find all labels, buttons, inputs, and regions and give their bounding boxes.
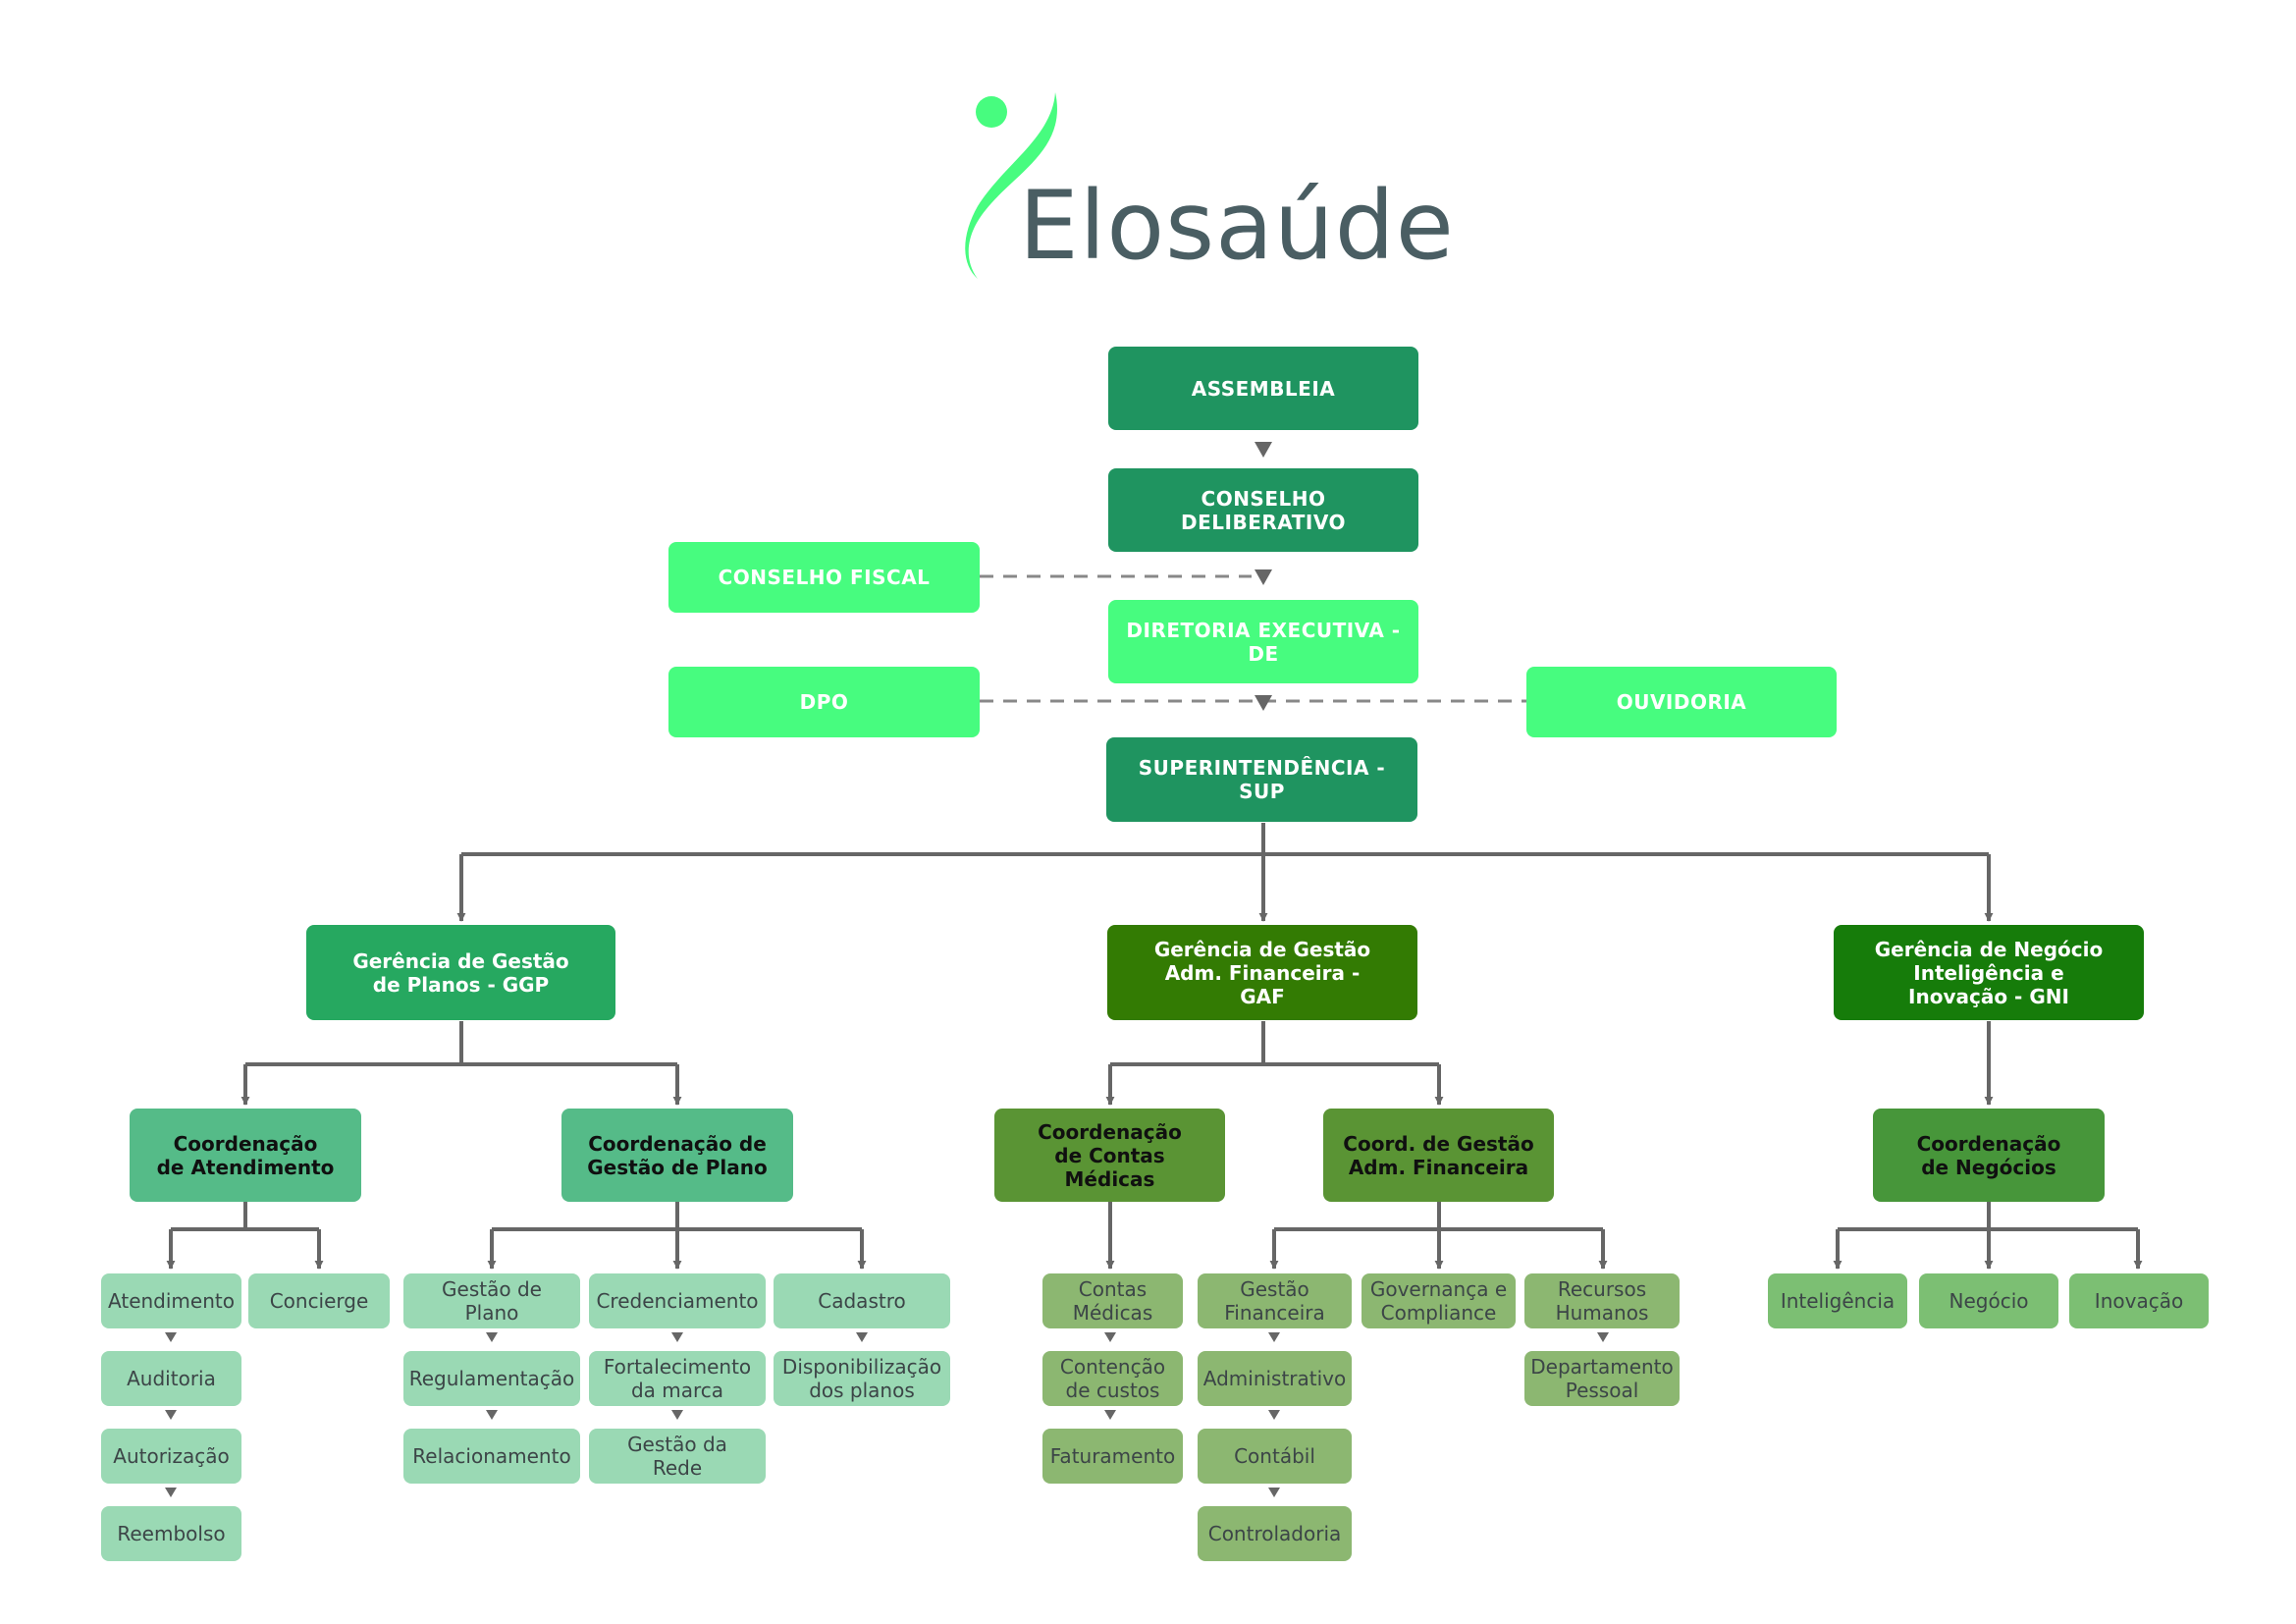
node-recursos-humanos: Recursos Humanos	[1524, 1273, 1680, 1328]
brand-name: Elosaúde	[1019, 171, 1455, 281]
node-disponibilizacao-dos-planos: Disponibilização dos planos	[774, 1351, 950, 1406]
node-contencao-de-custos: Contenção de custos	[1042, 1351, 1183, 1406]
node-coord-negocios: Coordenação de Negócios	[1873, 1109, 2105, 1202]
node-cadastro: Cadastro	[774, 1273, 950, 1328]
node-coord-contas-medicas: Coordenação de Contas Médicas	[994, 1109, 1225, 1202]
node-regulamentacao: Regulamentação	[403, 1351, 580, 1406]
node-governanca-e-compliance: Governança e Compliance	[1362, 1273, 1516, 1328]
node-inovacao: Inovação	[2069, 1273, 2209, 1328]
arrow-assembleia-conselho	[1255, 442, 1272, 458]
node-auditoria: Auditoria	[101, 1351, 241, 1406]
node-inteligencia: Inteligência	[1768, 1273, 1907, 1328]
node-gerencia-ggp: Gerência de Gestão de Planos - GGP	[306, 925, 615, 1020]
node-contas-medicas: Contas Médicas	[1042, 1273, 1183, 1328]
tree-connectors	[166, 823, 2143, 1270]
node-faturamento: Faturamento	[1042, 1429, 1183, 1484]
node-conselho-deliberativo: CONSELHO DELIBERATIVO	[1108, 468, 1418, 552]
node-gerencia-gaf: Gerência de Gestão Adm. Financeira - GAF	[1107, 925, 1417, 1020]
node-gestao-de-plano: Gestão de Plano	[403, 1273, 580, 1328]
arrow-diretoria-sup	[1255, 695, 1272, 711]
node-coord-gestao-plano: Coordenação de Gestão de Plano	[561, 1109, 793, 1202]
node-gerencia-gni: Gerência de Negócio Inteligência e Inova…	[1834, 925, 2144, 1020]
node-coord-atendimento: Coordenação de Atendimento	[130, 1109, 361, 1202]
elosaude-logo: Elosaúde	[942, 86, 1454, 283]
node-gestao-financeira: Gestão Financeira	[1198, 1273, 1352, 1328]
node-autorizacao: Autorização	[101, 1429, 241, 1484]
node-coord-gestao-adm-financeira: Coord. de Gestão Adm. Financeira	[1323, 1109, 1554, 1202]
node-fortalecimento-da-marca: Fortalecimento da marca	[589, 1351, 766, 1406]
node-dpo: DPO	[668, 667, 980, 737]
node-conselho-fiscal: CONSELHO FISCAL	[668, 542, 980, 613]
arrow-conselho-diretoria	[1255, 569, 1272, 585]
node-gestao-da-rede: Gestão da Rede	[589, 1429, 766, 1484]
dashed-links	[980, 574, 1526, 703]
node-assembleia: ASSEMBLEIA	[1108, 347, 1418, 430]
node-relacionamento: Relacionamento	[403, 1429, 580, 1484]
node-controladoria: Controladoria	[1198, 1506, 1352, 1561]
node-ouvidoria: OUVIDORIA	[1526, 667, 1837, 737]
node-atendimento: Atendimento	[101, 1273, 241, 1328]
node-diretoria-executiva: DIRETORIA EXECUTIVA - DE	[1108, 600, 1418, 683]
logo-figure-icon	[965, 92, 1057, 279]
node-contabil: Contábil	[1198, 1429, 1352, 1484]
node-superintendencia: SUPERINTENDÊNCIA - SUP	[1106, 737, 1417, 822]
node-reembolso: Reembolso	[101, 1506, 241, 1561]
node-departamento-pessoal: Departamento Pessoal	[1524, 1351, 1680, 1406]
node-credenciamento: Credenciamento	[589, 1273, 766, 1328]
top-chain-arrows	[1255, 442, 1272, 711]
node-administrativo: Administrativo	[1198, 1351, 1352, 1406]
node-concierge: Concierge	[248, 1273, 390, 1328]
node-negocio: Negócio	[1919, 1273, 2058, 1328]
leaf-chain-arrows	[165, 1332, 1609, 1497]
